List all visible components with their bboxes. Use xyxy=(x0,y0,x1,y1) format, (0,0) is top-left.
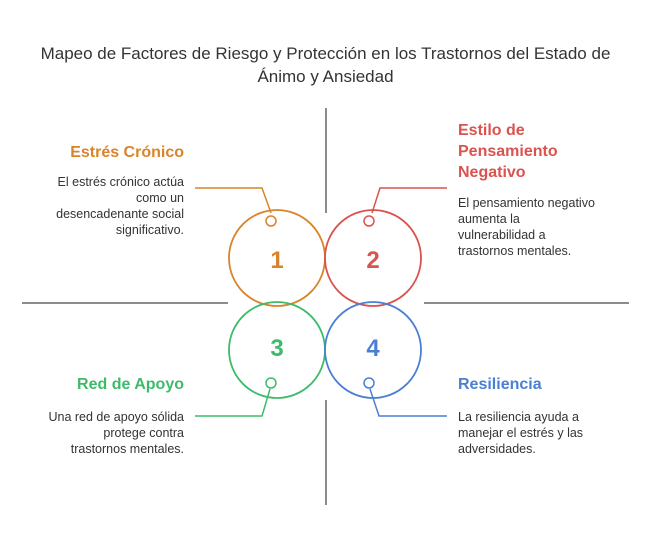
number-3: 3 xyxy=(270,335,283,362)
description-estres-cronico: El estrés crónico actúa como un desencad… xyxy=(56,175,184,237)
number-4: 4 xyxy=(366,335,380,362)
number-1: 1 xyxy=(270,247,283,274)
connector-dot-3 xyxy=(265,377,277,389)
title-line-1: Mapeo de Factores de Riesgo y Protección… xyxy=(40,44,611,63)
connector-3 xyxy=(195,388,271,417)
diagram-title: Mapeo de Factores de Riesgo y Protección… xyxy=(0,42,651,88)
heading-resiliencia: Resiliencia xyxy=(458,376,542,393)
heading-pensamiento-negativo: Estilo de Pensamiento Negativo xyxy=(458,122,558,181)
description-pensamiento-negativo: El pensamiento negativo aumenta la vulne… xyxy=(458,196,595,258)
connector-dot-2 xyxy=(363,215,375,227)
description-resiliencia: La resiliencia ayuda a manejar el estrés… xyxy=(458,410,584,456)
title-line-2: Ánimo y Ansiedad xyxy=(257,67,394,86)
connector-dot-4 xyxy=(363,377,375,389)
connector-4 xyxy=(369,388,447,417)
heading-estres-cronico: Estrés Crónico xyxy=(70,144,184,161)
number-2: 2 xyxy=(366,247,379,274)
heading-red-de-apoyo: Red de Apoyo xyxy=(77,376,184,393)
connector-dot-1 xyxy=(265,215,277,227)
description-red-de-apoyo: Una red de apoyo sólida protege contra t… xyxy=(48,410,184,456)
connector-1 xyxy=(195,187,272,214)
connector-2 xyxy=(371,187,447,214)
